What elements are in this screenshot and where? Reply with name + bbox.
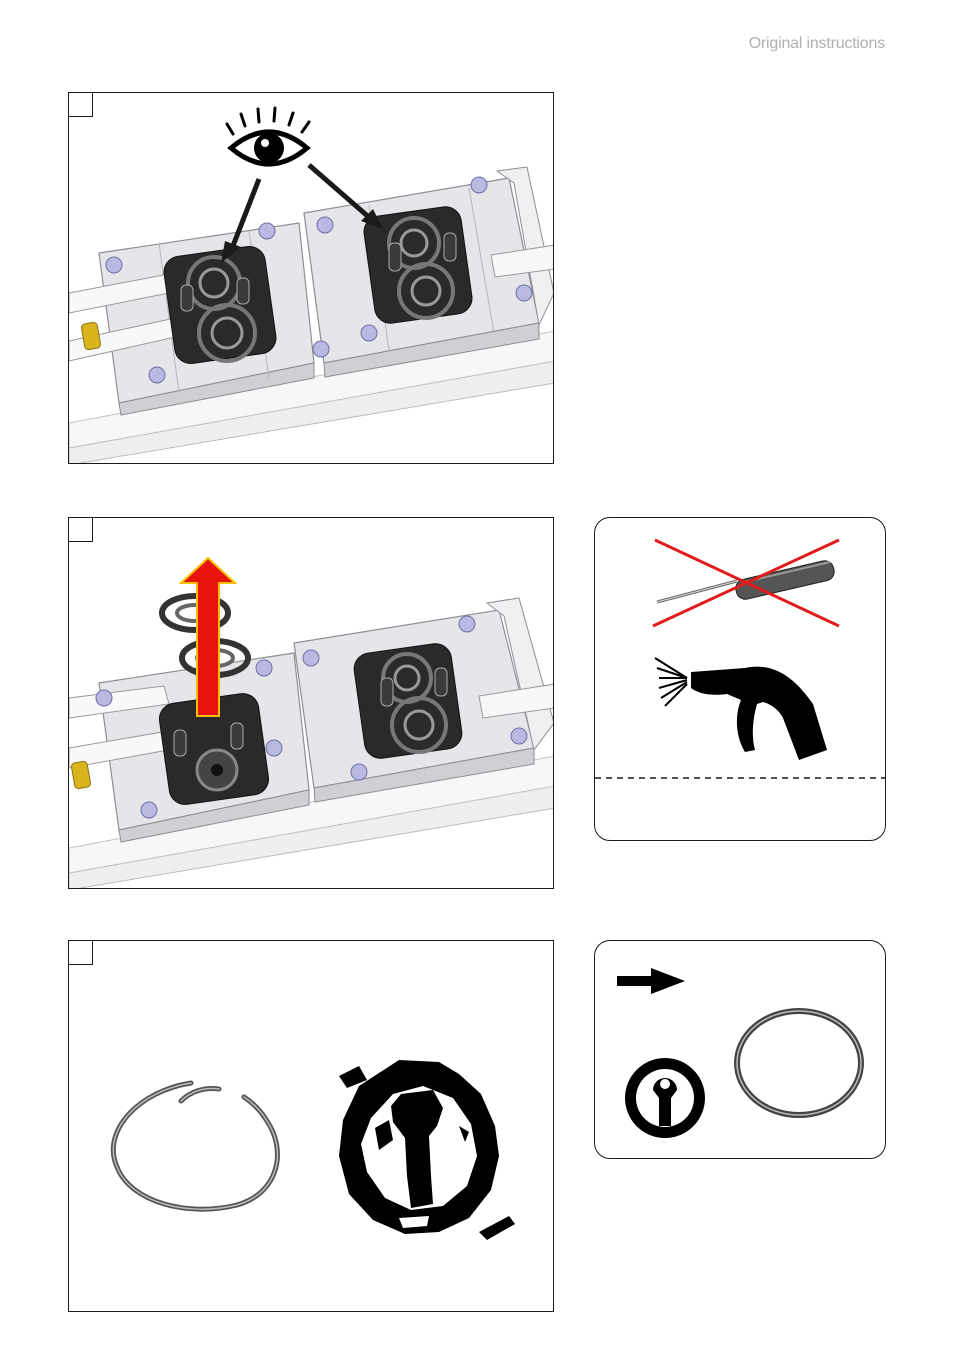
header-original-instructions: Original instructions — [749, 35, 885, 53]
valve-symbol-icon — [625, 1058, 705, 1138]
step-3-illustration — [69, 941, 554, 1312]
eye-icon — [227, 108, 309, 164]
step-3-frame — [68, 940, 554, 1312]
step-2-illustration — [69, 518, 554, 889]
tip-box-replace — [594, 940, 886, 1159]
step-3-number — [69, 941, 93, 965]
screwdriver-icon — [657, 559, 836, 602]
o-ring-icon — [737, 1011, 861, 1115]
yellow-fitting — [71, 761, 91, 789]
step-2-number — [69, 518, 93, 542]
tip-box-cleaning — [594, 517, 886, 841]
arrow-right-icon — [617, 968, 685, 994]
damaged-valve-icon — [339, 1060, 515, 1240]
step-1-illustration — [69, 93, 554, 464]
step-2-frame — [68, 517, 554, 889]
seal-plate-left — [162, 244, 278, 365]
step-1-frame — [68, 92, 554, 464]
broken-o-ring-icon — [113, 1083, 277, 1209]
step-1-number — [69, 93, 93, 117]
air-gun-icon — [655, 658, 827, 760]
seal-plate-right — [352, 642, 464, 761]
